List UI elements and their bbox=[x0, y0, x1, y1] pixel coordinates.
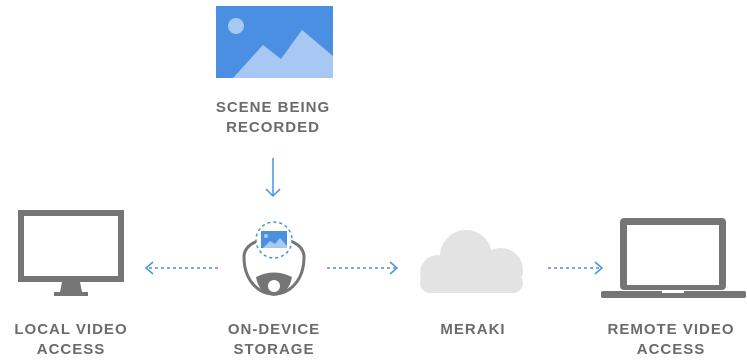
label-meraki: MERAKI bbox=[440, 321, 506, 338]
cloud-icon bbox=[420, 230, 523, 293]
camera-icon bbox=[242, 221, 306, 296]
arrow-down-icon bbox=[265, 158, 281, 198]
label-remote-video-access: REMOTE VIDEO ACCESS bbox=[607, 321, 735, 358]
arrow-right-icon bbox=[548, 261, 604, 275]
monitor-icon bbox=[18, 210, 124, 296]
label-scene: SCENE BEING RECORDED bbox=[215, 99, 331, 136]
arrow-left-icon bbox=[144, 261, 218, 275]
laptop-icon bbox=[601, 218, 746, 298]
landscape-image-icon bbox=[216, 6, 333, 78]
arrow-right-icon bbox=[327, 261, 399, 275]
label-local-video-access: LOCAL VIDEO ACCESS bbox=[14, 321, 128, 358]
label-on-device-storage: ON-DEVICE STORAGE bbox=[227, 321, 321, 358]
